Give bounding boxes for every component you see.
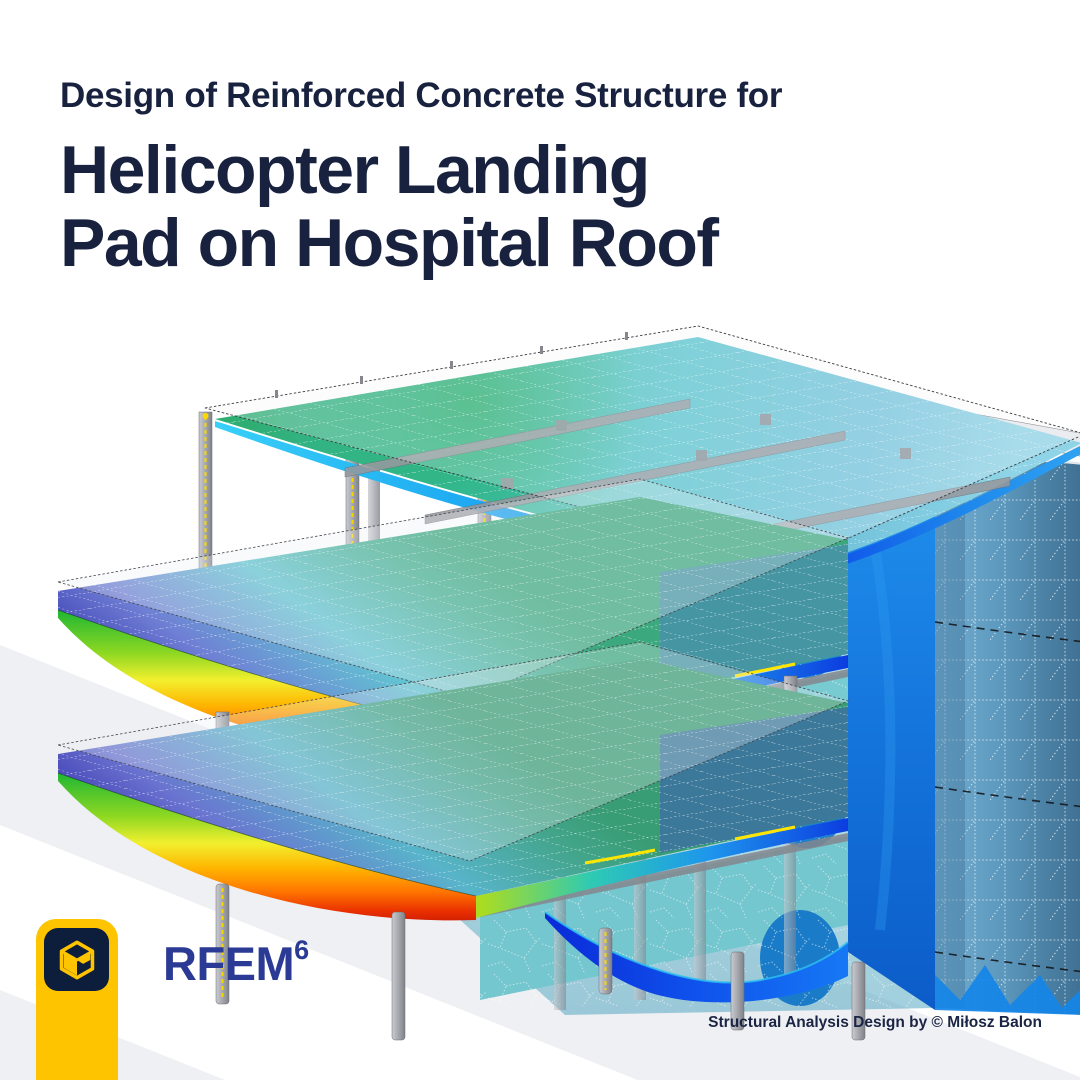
middle-undeformed-plane: [58, 479, 848, 698]
tower-base-contours: [935, 965, 1080, 1015]
fem-building-model: [57, 325, 1080, 1041]
lower-undeformed-plane: [58, 642, 848, 861]
brand-block: RFEM6: [36, 919, 376, 1080]
logo-tile: [44, 928, 109, 991]
title-line-2: Pad on Hospital Roof: [60, 205, 719, 281]
header: Design of Reinforced Concrete Structure …: [60, 76, 1040, 280]
rfem-cube-icon: [59, 940, 94, 979]
attribution-text: Structural Analysis Design by © Miłosz B…: [708, 1014, 1042, 1031]
cylinder-tower: [934, 459, 1080, 1015]
bottom-deflection-band: [545, 912, 848, 1003]
roof-edge-posts: [275, 332, 628, 398]
title-line-1: Helicopter Landing: [60, 132, 650, 208]
lower-slab-group: [57, 641, 850, 1003]
page-title: Helicopter Landing Pad on Hospital Roof: [60, 134, 1040, 280]
lower-rainbow-deflection-band: [58, 773, 476, 921]
kicker-text: Design of Reinforced Concrete Structure …: [60, 76, 783, 115]
product-name: RFEM: [163, 937, 295, 990]
product-version: 6: [294, 935, 309, 966]
logo-yellow-bar: [36, 919, 118, 1080]
lower-columns: [215, 883, 866, 1041]
product-wordmark: RFEM6: [163, 935, 309, 991]
roof-undeformed-plane: [205, 326, 1080, 563]
roof-slab-group: [204, 325, 1080, 580]
